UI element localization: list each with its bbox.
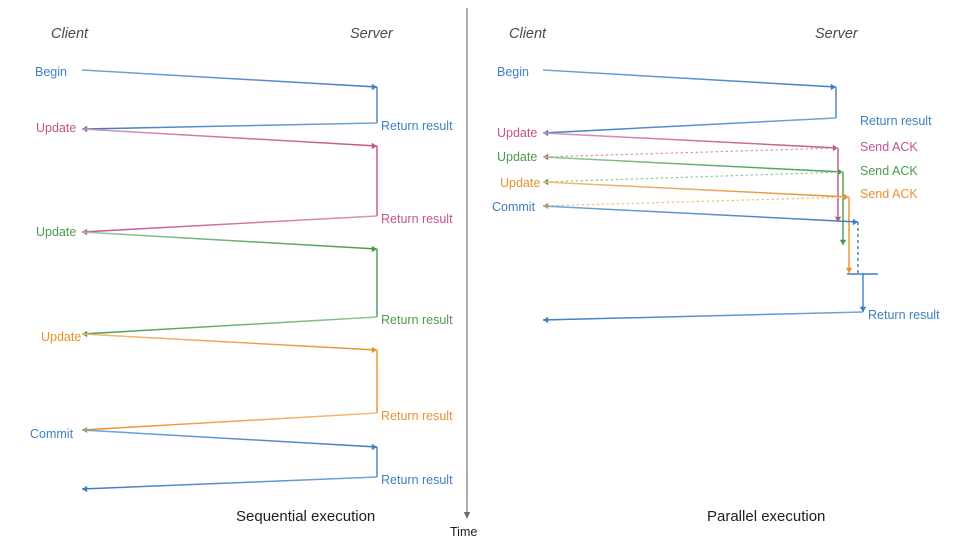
arrowhead	[371, 346, 377, 354]
message-label: Update	[41, 330, 81, 344]
message-arrow-orange	[81, 333, 378, 351]
ack-arrow-orange	[542, 196, 850, 207]
arrowhead	[371, 142, 377, 150]
message-label: Update	[500, 176, 540, 190]
arrowhead	[834, 216, 842, 222]
message-label: Return result	[860, 114, 932, 128]
message-label: Commit	[492, 200, 536, 214]
message-label: Update	[36, 225, 76, 239]
arrowhead	[832, 144, 838, 152]
right-panel-caption: Parallel execution	[707, 508, 825, 525]
arrowhead	[859, 306, 867, 312]
right-client-lane-label: Client	[509, 26, 547, 42]
message-arrow-blue	[81, 429, 378, 448]
message-arrow-orange	[81, 412, 378, 431]
arrowhead	[543, 316, 549, 324]
message-arrow-blue	[81, 476, 378, 490]
arrowhead	[843, 193, 849, 201]
message-label: Return result	[381, 409, 453, 423]
right-server-activation-bars	[834, 148, 878, 312]
left-message-arrows	[81, 69, 378, 493]
message-label: Begin	[497, 65, 529, 79]
message-arrow-green	[81, 231, 378, 250]
message-arrow-blue	[81, 69, 378, 88]
message-arrow-pink	[542, 132, 839, 149]
message-label: Send ACK	[860, 187, 918, 201]
arrowhead	[371, 443, 377, 451]
message-label: Return result	[868, 308, 940, 322]
message-label: Send ACK	[860, 164, 918, 178]
arrowhead	[371, 83, 377, 91]
message-arrow-blue	[542, 117, 837, 134]
message-arrow-blue	[542, 311, 864, 321]
arrowhead	[830, 83, 836, 91]
message-label: Begin	[35, 65, 67, 79]
arrowhead	[371, 245, 377, 253]
message-arrow-green	[81, 316, 378, 335]
arrowhead	[845, 267, 853, 273]
time-axis-label: Time	[450, 525, 477, 539]
message-arrow-blue	[542, 205, 859, 223]
message-label: Send ACK	[860, 140, 918, 154]
message-arrow-pink	[81, 128, 378, 147]
message-label: Commit	[30, 427, 74, 441]
time-axis-arrowhead	[463, 512, 471, 519]
message-label: Update	[497, 126, 537, 140]
left-panel-caption: Sequential execution	[236, 508, 375, 525]
message-arrow-blue	[542, 69, 837, 88]
message-label: Update	[497, 150, 537, 164]
ack-arrow-pink	[542, 147, 839, 158]
message-arrow-pink	[81, 215, 378, 233]
message-arrow-green	[542, 156, 844, 173]
message-label: Return result	[381, 119, 453, 133]
right-message-arrows	[542, 69, 864, 324]
message-label: Return result	[381, 473, 453, 487]
time-axis: Time	[450, 476, 477, 539]
message-label: Update	[36, 121, 76, 135]
arrowhead	[837, 168, 843, 176]
ack-arrow-green	[542, 171, 844, 183]
right-server-lane-label: Server	[815, 26, 859, 42]
left-server-lane-label: Server	[350, 26, 394, 42]
arrowhead	[839, 239, 847, 245]
arrowhead	[82, 485, 88, 493]
message-label: Return result	[381, 313, 453, 327]
message-arrow-orange	[542, 181, 850, 198]
arrowhead	[852, 218, 858, 226]
left-client-lane-label: Client	[51, 26, 89, 42]
message-label: Return result	[381, 212, 453, 226]
message-arrow-blue	[81, 122, 378, 130]
